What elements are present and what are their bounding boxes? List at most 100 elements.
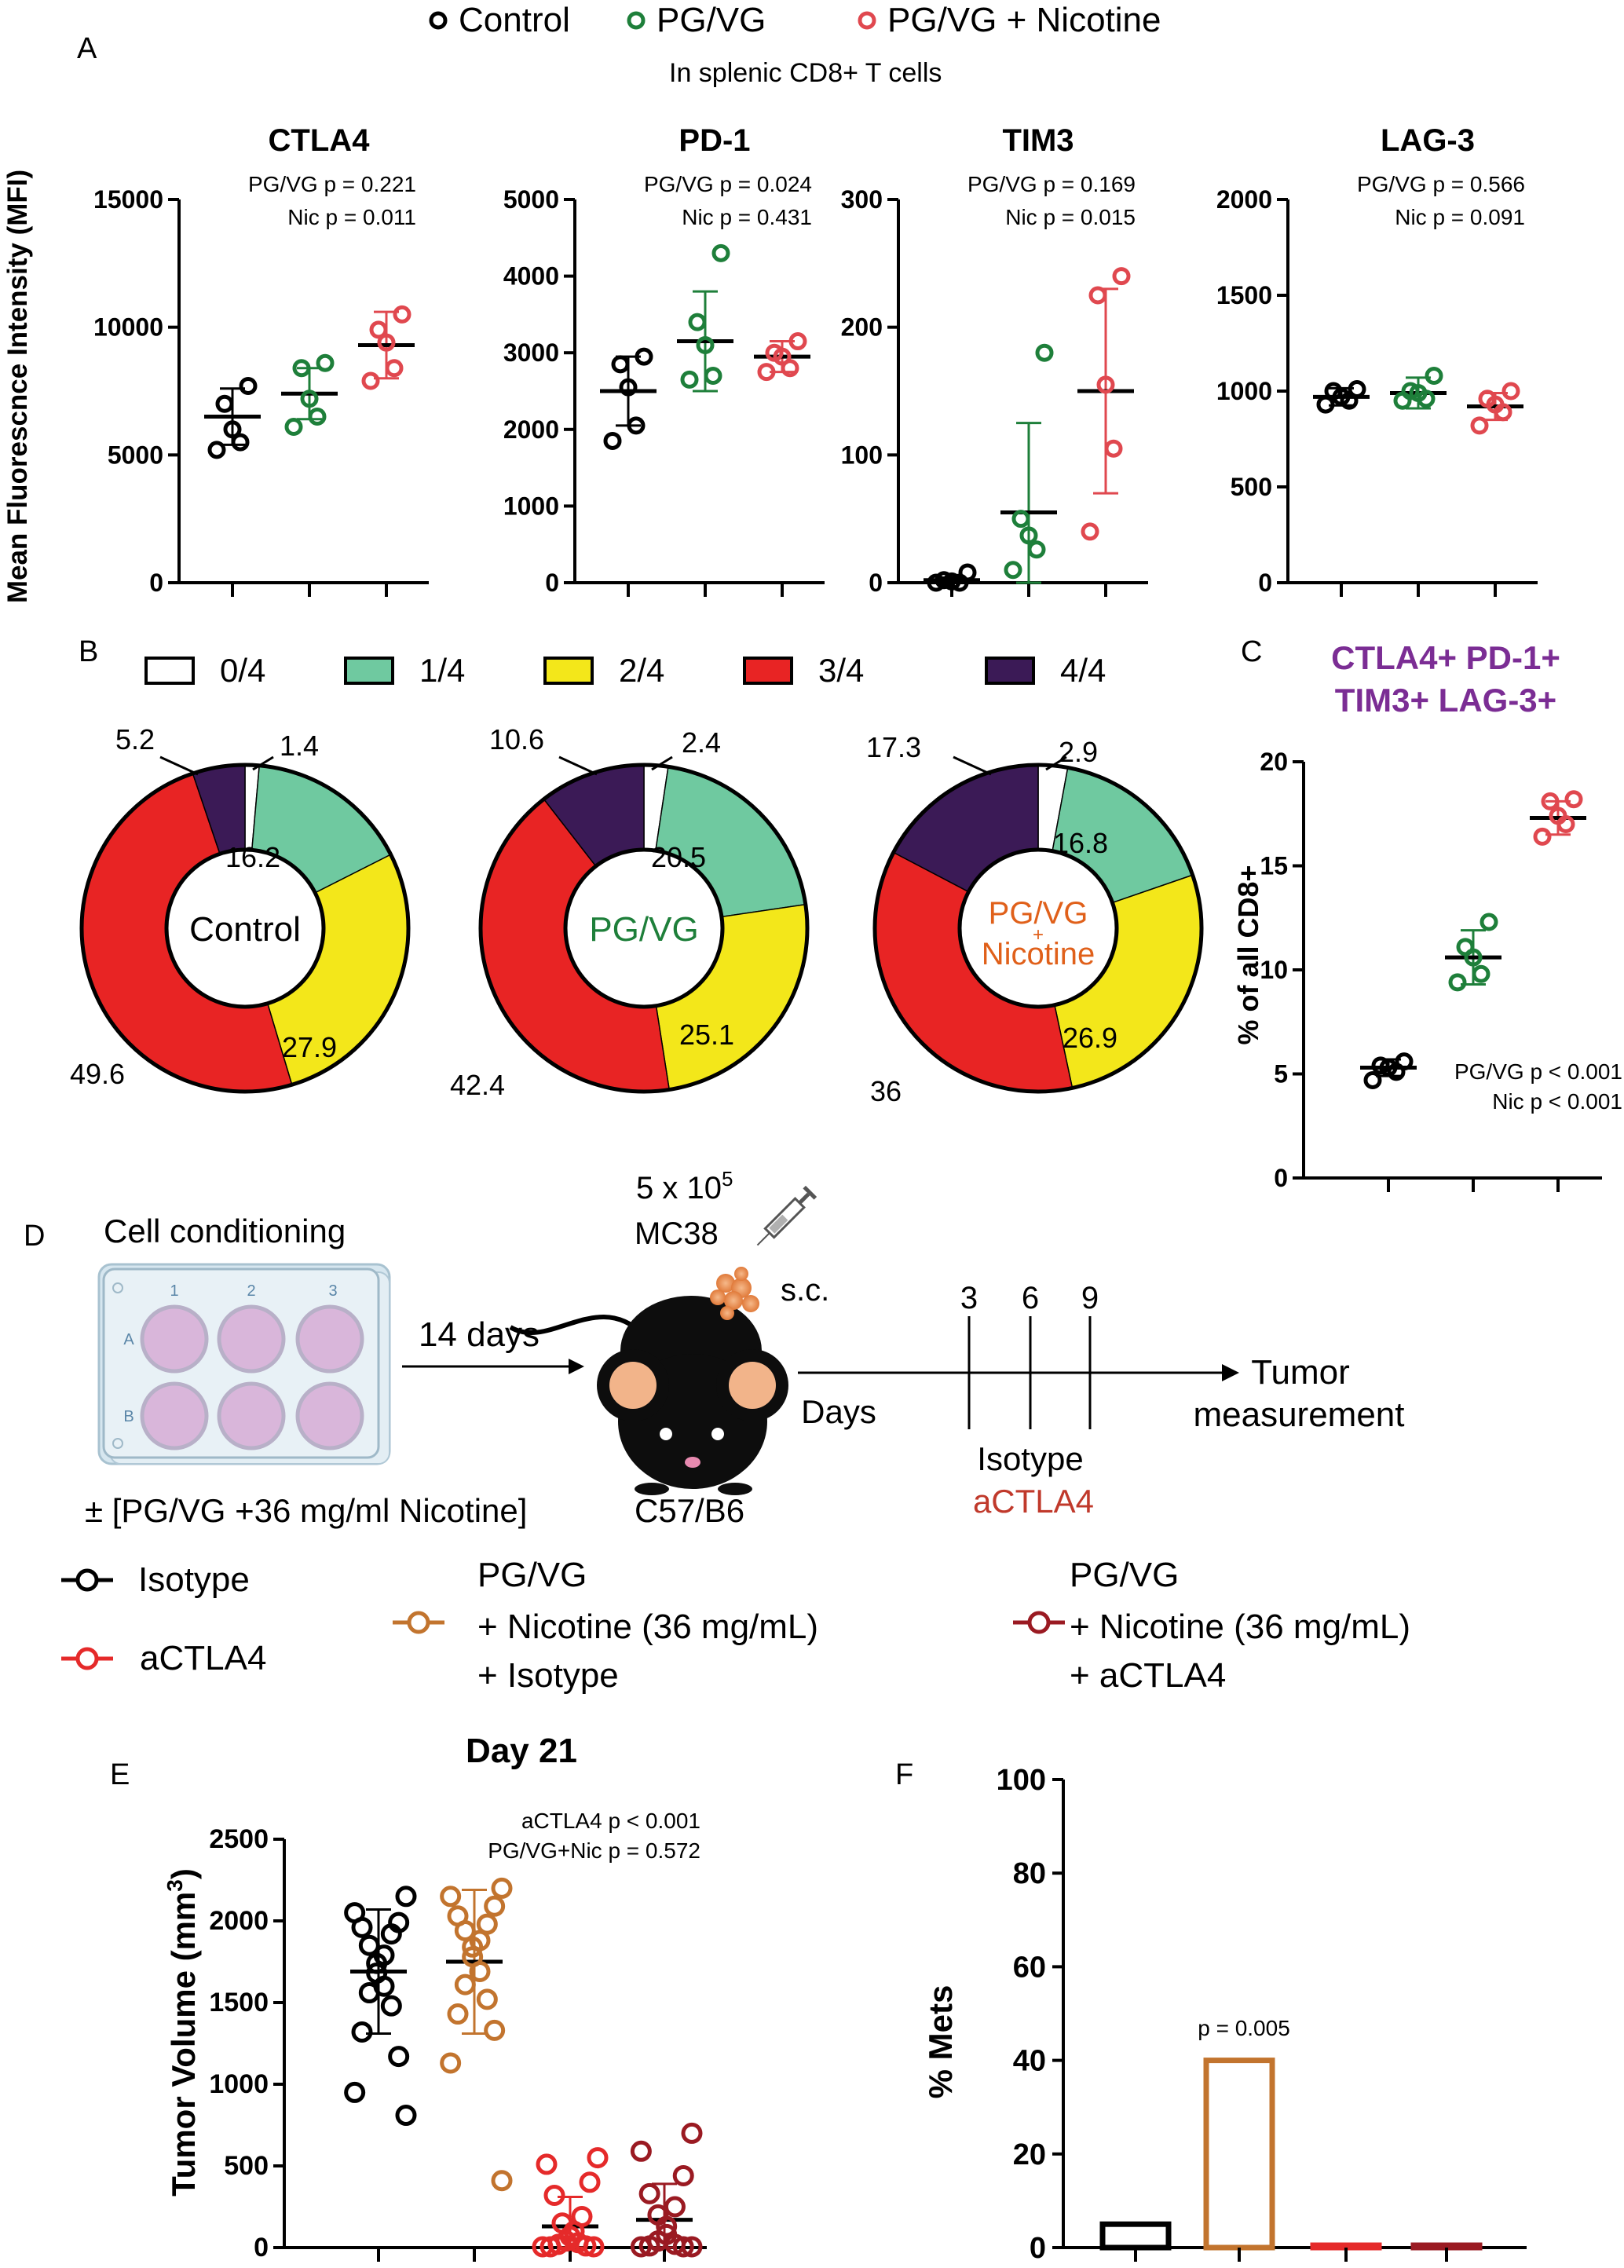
panel-a-ctla4-y-tick-label: 5000 <box>108 441 163 469</box>
panel-a-pd-1-y-tick-label: 3000 <box>503 338 559 367</box>
injection-cell-line: MC38 <box>635 1216 719 1251</box>
panel-c-data-point <box>1448 973 1467 992</box>
panel-e-data-point <box>380 1923 402 1945</box>
legend-label-4-4: 4/4 <box>1060 652 1106 689</box>
panel-e-data-point <box>630 2140 652 2162</box>
legend-label-2-4: 2/4 <box>619 652 664 689</box>
panel-a-lag-3-y-tick-label: 0 <box>1258 569 1272 597</box>
panel-e-data-point <box>664 2196 686 2218</box>
plate-well <box>217 1381 286 1450</box>
panel-a-ctla4-stat-nic: Nic p = 0.011 <box>287 205 416 229</box>
donut-center-label: PG/VG <box>589 910 698 949</box>
panel-c-stat-nic: Nic p < 0.001 <box>1492 1089 1622 1114</box>
panel-a-pd-1-data-point <box>781 359 799 378</box>
panel-c-y-tick-label: 0 <box>1274 1164 1288 1192</box>
panel-e-data-point <box>358 1934 380 1956</box>
panel-f-bar <box>1410 2242 1483 2251</box>
panel-a-ctla4-data-point <box>300 390 319 408</box>
panel-c-y-tick-label: 15 <box>1260 852 1288 880</box>
panel-e-data-point <box>469 1960 491 1982</box>
panel-letter-b: B <box>79 635 98 668</box>
panel-a-tim3-data-point <box>1004 561 1022 580</box>
donut-outline <box>79 763 411 1094</box>
donut-leader-line <box>651 755 673 771</box>
legend-swatch-1-4 <box>344 657 394 685</box>
panel-a-tim3-data-point <box>1035 343 1054 362</box>
panel-a-pd-1-y-tick-label: 2000 <box>503 415 559 444</box>
panel-letter-e: E <box>110 1758 130 1791</box>
panel-a-tim3-data-point <box>1112 267 1131 286</box>
panel-c-title-line1: CTLA4+ PD-1+ <box>1331 639 1560 676</box>
panel-a-lag-3-data-point <box>1393 391 1412 410</box>
strain-label: C57/B6 <box>635 1492 744 1529</box>
panel-e-ylabel: Tumor Volume (mm3) <box>163 1868 202 2197</box>
legend-marker-nicotine <box>858 11 876 30</box>
donut-center-label: + <box>1033 924 1044 946</box>
panel-a-ctla4-y-tick-label: 10000 <box>93 313 163 342</box>
donut-value-label: 5.2 <box>115 723 155 755</box>
top-legend: Control PG/VG PG/VG + Nicotine In spleni… <box>429 1 1161 88</box>
plate-well <box>140 1304 209 1374</box>
panel-e-data-point <box>440 2052 462 2074</box>
donut-hole <box>164 847 326 1009</box>
panel-a-pd-1-y-tick-label: 4000 <box>503 262 559 291</box>
plate-row-label-a: A <box>123 1331 134 1348</box>
panel-a-pd-1-y-tick-label: 0 <box>545 569 559 597</box>
legend-pgvg-nic-isotype-line1: PG/VG <box>477 1556 587 1594</box>
panel-a-lag-3-data-point <box>1501 382 1520 401</box>
panel-a-ctla4-data-point <box>369 320 388 339</box>
panel-e-data-point <box>484 2019 506 2041</box>
panel-e-y-tick-label: 0 <box>254 2233 269 2263</box>
panel-e-data-point <box>351 2021 373 2043</box>
panel-e-stat-actla4: aCTLA4 p < 0.001 <box>521 1809 700 1833</box>
panel-c-data-point <box>1541 792 1560 810</box>
panel-a-lag-3-stat-pgvg: PG/VG p = 0.566 <box>1357 172 1525 196</box>
panel-a-pd-1-data-point <box>704 366 722 385</box>
legend-pgvg-nic-actla4-line2: + Nicotine (36 mg/mL) <box>1070 1608 1410 1646</box>
legend-pgvg-nic-actla4-line3: + aCTLA4 <box>1070 1656 1226 1695</box>
panel-e-data-point <box>672 2164 694 2186</box>
panel-e-data-point <box>484 1895 506 1917</box>
panel-e-data-point <box>583 2236 605 2258</box>
panel-e-data-point <box>575 2235 597 2257</box>
timeline-day3-label: 3 <box>960 1281 978 1315</box>
panel-e-data-point <box>672 2236 694 2258</box>
panel-a-ctla4-data-point <box>292 359 311 378</box>
treatment-label: ± [PG/VG +36 mg/ml Nicotine] <box>85 1492 527 1529</box>
panel-a-tim3-data-point <box>927 573 946 592</box>
panel-e-data-point <box>543 2184 565 2206</box>
legend-marker-control <box>429 11 448 30</box>
panel-e-data-point <box>462 1936 484 1958</box>
donut-leader-line <box>558 755 598 776</box>
legend-label-1-4: 1/4 <box>419 652 465 689</box>
panel-e-data-point <box>540 2236 561 2258</box>
donut-value-label: 2.4 <box>682 726 721 759</box>
legend-swatch-0-4 <box>144 657 195 685</box>
legend-pgvg-nic-isotype-marker <box>393 1611 444 1634</box>
donut-value-label: 20.5 <box>651 841 706 873</box>
plate-col-label-2: 2 <box>247 1282 255 1300</box>
donut-value-label: 36 <box>870 1075 902 1107</box>
panel-e-y-tick-label: 1500 <box>209 1988 269 2017</box>
days-14-label: 14 days <box>419 1315 540 1354</box>
donut-leader-line <box>252 755 274 771</box>
panel-e-data-point <box>380 1995 402 2017</box>
panel-c-data-point <box>1472 964 1490 983</box>
panel-e: Day 21 aCTLA4 p < 0.001 PG/VG+Nic p = 0.… <box>163 1732 707 2263</box>
donut-leader-line <box>159 755 199 776</box>
panel-a-lag-3-y-tick-label: 1000 <box>1216 377 1272 405</box>
donut-center-label: Control <box>189 910 301 949</box>
mouse-icon <box>509 1296 788 1495</box>
panel-a-lag-3-y-tick-label: 500 <box>1231 473 1272 501</box>
legend-isotype-label: Isotype <box>138 1560 250 1599</box>
donut-value-label: 49.6 <box>70 1058 125 1090</box>
panel-a-ctla4-data-point <box>207 441 226 459</box>
panel-a-pd-1-data-point <box>627 416 646 435</box>
plate-row-label-b: B <box>123 1408 134 1425</box>
panel-c-y-tick-label: 20 <box>1260 748 1288 776</box>
panel-a-ctla4-data-point <box>385 359 404 378</box>
panel-a-tim3-y-tick-label: 100 <box>841 441 883 469</box>
panel-f-y-tick-label: 0 <box>1030 2232 1046 2265</box>
panel-a-pd-1-title: PD-1 <box>678 123 750 158</box>
panel-f-annotation: p = 0.005 <box>1198 2016 1290 2040</box>
